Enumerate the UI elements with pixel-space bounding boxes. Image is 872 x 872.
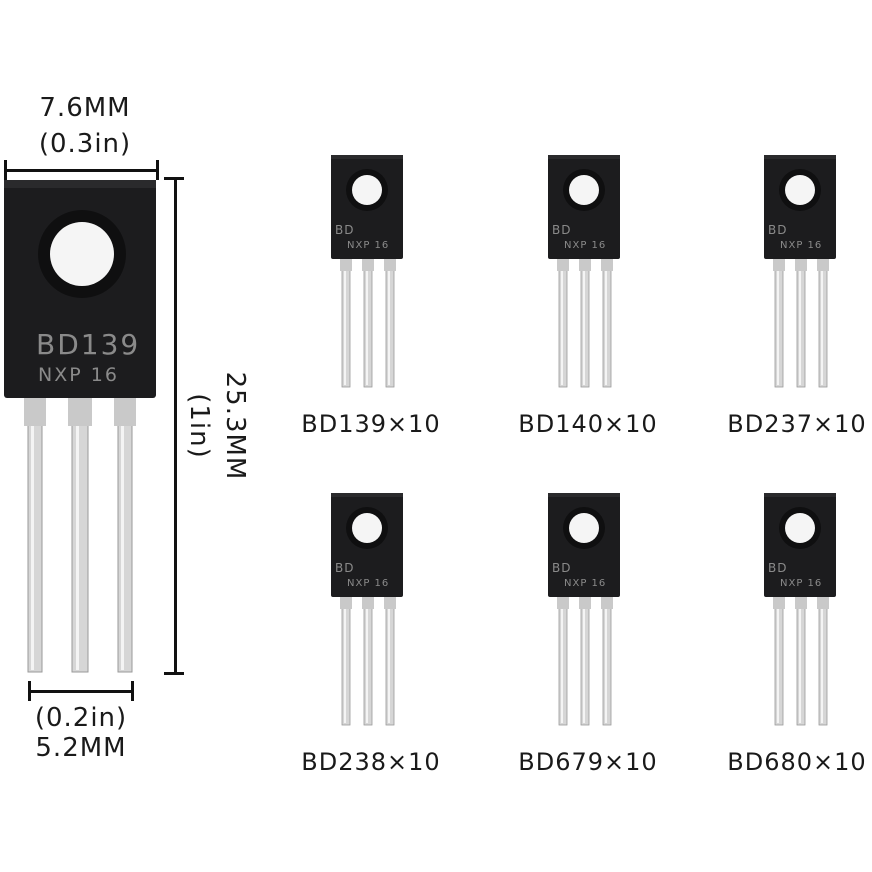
variant-caption: BD237×10 <box>727 410 867 438</box>
height-dimension-tick-bottom <box>164 672 184 675</box>
variant-marking-line2: NXP 16 <box>780 578 823 589</box>
variant-marking-line2: NXP 16 <box>347 240 390 251</box>
main-leads <box>24 395 136 673</box>
variant-marking-line1: BD <box>552 223 572 237</box>
variant-transistor-image <box>331 493 403 726</box>
variant-marking-line1: BD <box>335 561 355 575</box>
variant-transistor-image <box>764 155 836 388</box>
variant-marking-line2: NXP 16 <box>347 578 390 589</box>
variant-caption: BD140×10 <box>518 410 658 438</box>
height-dimension-line <box>174 178 177 674</box>
variant-transistor-image <box>764 493 836 726</box>
pitch-dimension-tick-right <box>131 681 134 701</box>
variant-marking-line2: NXP 16 <box>564 240 607 251</box>
main-marking-line2: NXP 16 <box>38 364 119 386</box>
variant-caption: BD139×10 <box>301 410 441 438</box>
pitch-dimension-tick-left <box>28 681 31 701</box>
variant-marking-line2: NXP 16 <box>780 240 823 251</box>
variant-marking-line1: BD <box>552 561 572 575</box>
pitch-dimension-line <box>29 690 133 693</box>
height-mm-label: 25.3MM <box>220 371 250 481</box>
variant-caption: BD238×10 <box>301 748 441 776</box>
variant-marking-line2: NXP 16 <box>564 578 607 589</box>
variant-caption: BD680×10 <box>727 748 867 776</box>
width-dimension-line <box>5 169 158 172</box>
pitch-mm-label: 5.2MM <box>35 733 127 763</box>
width-dimension-tick-right <box>156 160 159 180</box>
height-dimension-tick-top <box>164 177 184 180</box>
variant-transistor-image <box>331 155 403 388</box>
main-marking-line1: BD139 <box>36 328 141 361</box>
width-in-label: (0.3in) <box>38 129 132 159</box>
variant-marking-line1: BD <box>768 223 788 237</box>
width-dimension-tick-left <box>4 160 7 180</box>
variant-caption: BD679×10 <box>518 748 658 776</box>
variant-transistor-image <box>548 155 620 388</box>
variant-marking-line1: BD <box>335 223 355 237</box>
height-in-label: (1in) <box>184 393 214 459</box>
pitch-in-label: (0.2in) <box>34 703 128 733</box>
width-mm-label: 7.6MM <box>39 93 131 123</box>
variant-marking-line1: BD <box>768 561 788 575</box>
variant-transistor-image <box>548 493 620 726</box>
